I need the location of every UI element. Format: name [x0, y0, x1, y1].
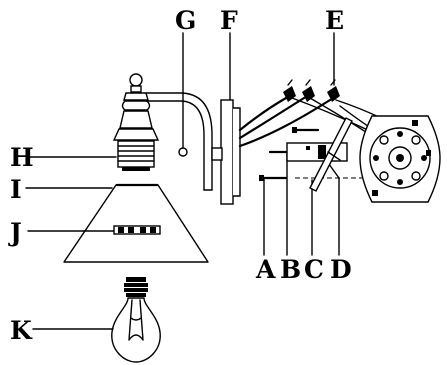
mounting-screws — [259, 127, 320, 181]
label-j: J — [8, 218, 22, 247]
label-d: D — [330, 255, 352, 284]
label-f: F — [220, 6, 238, 35]
label-k: K — [10, 316, 33, 345]
label-g: G — [175, 6, 196, 35]
label-c: C — [304, 255, 324, 284]
lamp-socket — [112, 73, 160, 171]
leader-lines — [25, 32, 340, 330]
junction-box — [359, 115, 441, 203]
label-e: E — [325, 6, 344, 35]
label-h: H — [10, 143, 34, 172]
label-a: A — [255, 255, 276, 284]
label-i: I — [10, 175, 22, 204]
wire-connectors — [283, 79, 340, 102]
lamp-shade — [63, 183, 209, 263]
label-b: B — [280, 255, 301, 284]
arm-screw-hole — [178, 147, 188, 157]
light-bulb — [111, 277, 161, 363]
sconce-arm — [145, 92, 213, 191]
wall-backplate — [211, 99, 241, 205]
crossbar — [309, 117, 353, 192]
shade-ring — [113, 225, 161, 235]
